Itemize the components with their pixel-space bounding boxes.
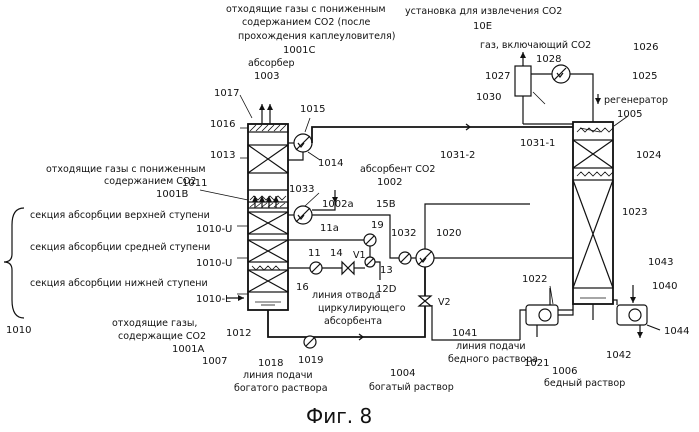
ref-1031-1: 1031-1 <box>520 138 555 149</box>
ref-1016: 1016 <box>210 119 235 130</box>
ref-1001A: 1001A <box>172 344 204 355</box>
reboiler-left <box>526 305 558 325</box>
ref-1032: 1032 <box>391 228 416 239</box>
ref-1015: 1015 <box>300 104 325 115</box>
flue-gas-line1: отходящие газы, <box>112 318 197 329</box>
ref-1028: 1028 <box>536 54 561 65</box>
ref-1006: 1006 <box>552 366 577 377</box>
lean-solution-label: бедный раствор <box>544 378 625 389</box>
ref-1003: 1003 <box>254 71 279 82</box>
ref-1005: 1005 <box>617 109 642 120</box>
lean-line-label1: линия подачи <box>456 341 526 352</box>
ref-1013: 1013 <box>210 150 235 161</box>
ref-1023: 1023 <box>622 207 647 218</box>
valve-v2-label: V2 <box>438 297 451 308</box>
regenerator-column <box>573 122 613 304</box>
ref-1002: 1002 <box>377 177 402 188</box>
section-middle: секция абсорбции средней ступени <box>30 242 210 253</box>
reboiler-right <box>617 305 647 325</box>
ref-1020: 1020 <box>436 228 461 239</box>
absorber-label: абсорбер <box>248 58 294 69</box>
rich-line-label2: богатого раствора <box>234 383 328 394</box>
ref-1010: 1010 <box>6 325 31 336</box>
ref-15B: 15B <box>376 199 396 210</box>
ref-1031-2: 1031-2 <box>440 150 475 161</box>
off-gas-mid-line1: отходящие газы с пониженным <box>46 164 206 175</box>
figure-caption: Фиг. 8 <box>306 404 372 428</box>
rich-line-label1: линия подачи <box>243 370 313 381</box>
flue-gas-line2: содержащие CO2 <box>118 331 206 342</box>
ref-1012: 1012 <box>226 328 251 339</box>
ref-1014: 1014 <box>318 158 343 169</box>
ref-1018: 1018 <box>258 358 283 369</box>
ref-1017: 1017 <box>214 88 239 99</box>
ref-16: 16 <box>296 282 309 293</box>
ref-1001C: 1001C <box>283 45 315 56</box>
ref-1042: 1042 <box>606 350 631 361</box>
rich-solution-label: богатый раствор <box>369 382 454 393</box>
ref-1010-L: 1010-L <box>196 294 231 305</box>
ref-1033: 1033 <box>289 184 314 195</box>
ref-11a: 11a <box>320 223 339 234</box>
off-gas-top-line2: содержанием CO2 (после <box>242 17 370 28</box>
ref-14: 14 <box>330 248 343 259</box>
ref-11: 11 <box>308 248 321 259</box>
ref-1011: 1011 <box>182 178 207 189</box>
ref-1010-U-2: 1010-U <box>196 258 232 269</box>
ref-1019: 1019 <box>298 355 323 366</box>
ref-1043: 1043 <box>648 257 673 268</box>
ref-10E: 10E <box>473 21 492 32</box>
ref-1027: 1027 <box>485 71 510 82</box>
ref-1001B: 1001B <box>156 189 188 200</box>
ref-13: 13 <box>380 265 393 276</box>
ref-1021: 1021 <box>524 358 549 369</box>
ref-1004: 1004 <box>390 368 415 379</box>
ref-1030: 1030 <box>476 92 501 103</box>
ref-1041: 1041 <box>452 328 477 339</box>
ref-1040: 1040 <box>652 281 677 292</box>
co2-gas-label: газ, включающий CO2 <box>480 40 591 51</box>
ref-1026: 1026 <box>633 42 658 53</box>
plant-title: установка для извлечения CO2 <box>405 6 562 17</box>
ref-19: 19 <box>371 220 384 231</box>
recirc-line2: циркулирующего <box>318 303 406 314</box>
recirc-line3: абсорбента <box>324 316 382 327</box>
ref-1002a: 1002a <box>322 199 354 210</box>
regenerator-label: регенератор <box>604 95 668 106</box>
recirc-line1: линия отвода <box>312 290 381 301</box>
section-lower: секция абсорбции нижней ступени <box>30 278 208 289</box>
absorbent-label: абсорбент CO2 <box>360 164 435 175</box>
section-upper: секция абсорбции верхней ступени <box>30 210 210 221</box>
ref-1007: 1007 <box>202 356 227 367</box>
ref-1022: 1022 <box>522 274 547 285</box>
ref-1024: 1024 <box>636 150 661 161</box>
absorber-column <box>248 124 288 310</box>
off-gas-top-line3: прохождения каплеуловителя) <box>238 31 395 42</box>
off-gas-top-line1: отходящие газы с пониженным <box>226 4 386 15</box>
ref-1025: 1025 <box>632 71 657 82</box>
ref-1010-U-1: 1010-U <box>196 224 232 235</box>
condenser-separator <box>515 65 570 96</box>
valve-v1-label: V1 <box>353 250 366 261</box>
ref-1044: 1044 <box>664 326 689 337</box>
